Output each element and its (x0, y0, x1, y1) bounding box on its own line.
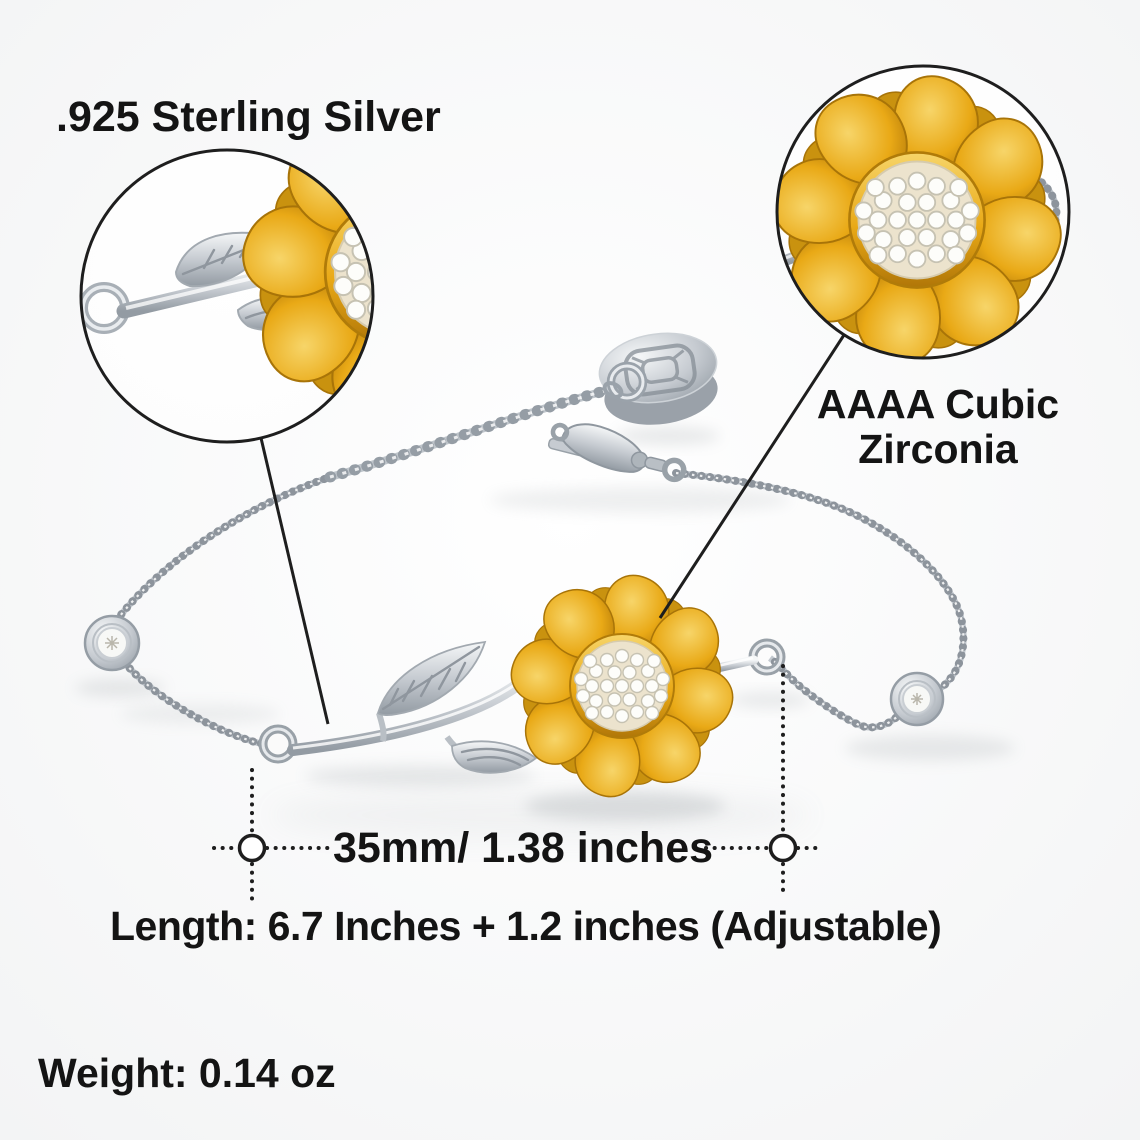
width-dimension-lines (212, 664, 822, 905)
stone-label-line2: Zirconia (858, 426, 1018, 473)
background-shadows (75, 427, 1015, 839)
tag-logo-engraving (623, 343, 697, 397)
left-magnifier-content (82, 110, 560, 434)
dimension-endpoint-right (768, 833, 798, 863)
material-label: .925 Sterling Silver (56, 93, 441, 141)
length-label: Length: 6.7 Inches + 1.2 inches (Adjusta… (110, 903, 942, 949)
dimension-endpoint-left (237, 833, 267, 863)
cz-station-left (83, 614, 141, 672)
cz-station-right (889, 671, 945, 727)
brand-tag (598, 332, 718, 425)
weight-label: Weight: 0.14 oz (38, 1050, 336, 1096)
width-dimension-label: 35mm/ 1.38 inches (332, 824, 714, 872)
leader-lines (259, 334, 846, 725)
extender-chain (324, 383, 618, 483)
left-magnifier (79, 110, 560, 444)
stone-label: AAAA Cubic Zirconia (788, 381, 1088, 473)
right-magnifier (775, 64, 1071, 360)
left-leader-line (259, 437, 330, 725)
right-leader-line (658, 334, 846, 619)
stone-label-line1: AAAA Cubic (816, 381, 1060, 427)
bracelet (83, 332, 968, 802)
bracelet-chain-left (112, 473, 334, 748)
lobster-clasp (547, 422, 687, 483)
